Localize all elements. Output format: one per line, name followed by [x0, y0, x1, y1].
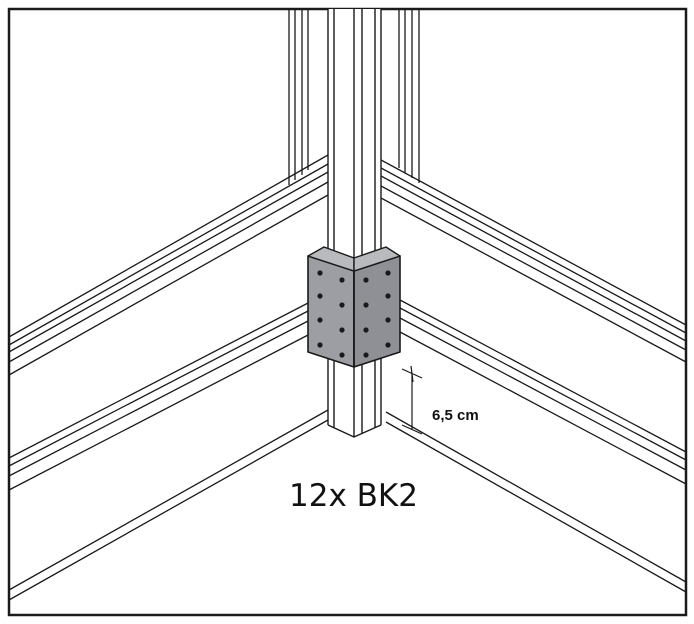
dimension-indicator: [401, 365, 423, 435]
bracket-holes: [317, 270, 391, 358]
back-post-right: [398, 9, 420, 183]
left-lower-board: [8, 301, 329, 601]
right-lower-board: [385, 299, 687, 593]
quantity-label: 12x BK2: [289, 478, 418, 514]
right-upper-board: [380, 159, 687, 363]
dimension-label: 6,5 cm: [432, 407, 479, 424]
back-post-left: [288, 9, 309, 185]
corner-post: [327, 9, 382, 438]
bk2-bracket: [307, 246, 401, 368]
left-upper-board: [8, 154, 329, 376]
